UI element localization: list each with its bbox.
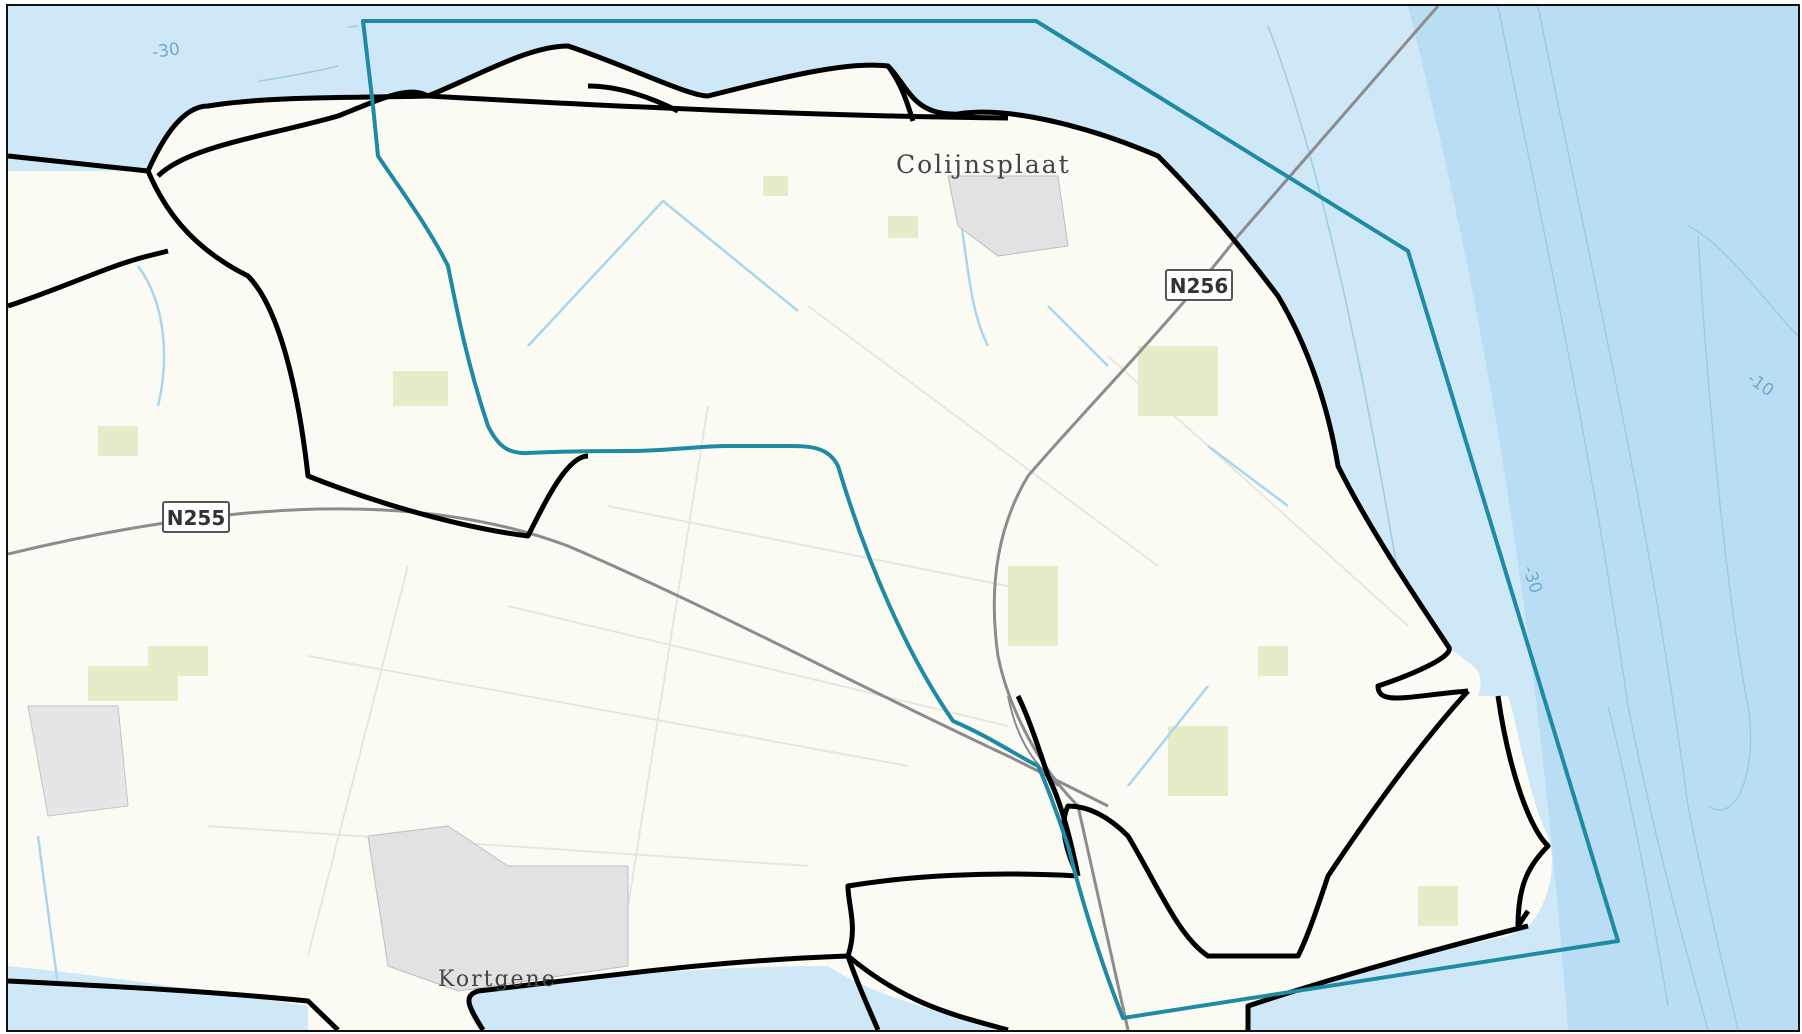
fields [88, 176, 1458, 926]
road-n256 [992, 6, 1440, 1030]
map-svg: Colijnsplaat Kortgene N255 N256 -30 -10 … [8, 6, 1798, 1030]
depth-label-top-left: -30 [151, 39, 181, 63]
deep-water-channel [1408, 6, 1798, 1030]
parcel-lines [207, 305, 1409, 957]
road-shield-n255: N255 [162, 501, 230, 533]
place-label-colijnsplaat: Colijnsplaat [896, 150, 1071, 179]
road-shield-n256: N256 [1165, 269, 1233, 301]
svg-text:N256: N256 [1170, 274, 1229, 298]
svg-text:N255: N255 [167, 506, 226, 530]
ditches [36, 199, 1289, 987]
left-water-top [8, 6, 368, 171]
village-left [27, 705, 129, 817]
bottom-water [8, 966, 308, 1030]
area-boundaries [8, 43, 1551, 1030]
map-canvas[interactable]: Colijnsplaat Kortgene N255 N256 -30 -10 … [6, 4, 1800, 1032]
place-label-kortgene: Kortgene [438, 967, 557, 992]
highlight-polygon[interactable] [361, 19, 1620, 1020]
kortgene-harbour [478, 981, 848, 1030]
colijnsplaat-town [947, 175, 1069, 257]
kortgene-town [367, 825, 629, 992]
road-n255 [8, 507, 1109, 808]
